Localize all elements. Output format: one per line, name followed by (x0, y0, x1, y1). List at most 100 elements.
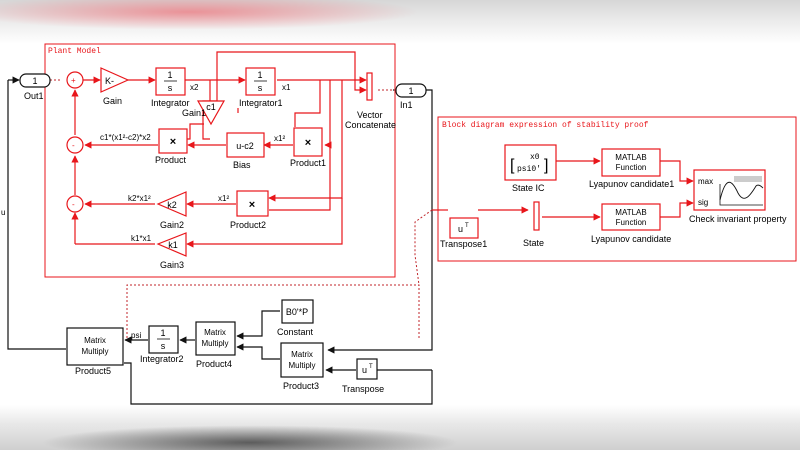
integrator1-block[interactable]: 1 s Integrator1 (239, 67, 283, 108)
check-label: Check invariant property (689, 214, 787, 224)
gain2-label: Gain2 (160, 220, 184, 230)
integrator2-den: s (161, 341, 166, 351)
lyap-line2: Function (616, 218, 647, 227)
signal-k1-expr: k1*x1 (131, 234, 152, 243)
integrator2-label: Integrator2 (140, 354, 184, 364)
product5-label: Product5 (75, 366, 111, 376)
lyap-line1: MATLAB (615, 208, 646, 217)
check-invariant-block[interactable]: max sig Check invariant property (689, 169, 787, 224)
signal-x1: x1 (282, 83, 291, 92)
gain3-block[interactable]: k1 Gain3 (156, 232, 187, 270)
transpose-block[interactable]: u T Transpose (342, 358, 384, 394)
lyap1-line2: Function (616, 163, 647, 172)
transpose1-u: u (458, 224, 463, 234)
product1-label: Product1 (290, 158, 326, 168)
transpose-u: u (362, 365, 367, 375)
in1-port[interactable]: 1 In1 (395, 83, 427, 110)
integrator-block[interactable]: 1 s Integrator (151, 67, 190, 108)
vector-concatenate-block[interactable]: Vector Concatenate (345, 72, 396, 130)
sum-junction-bottom[interactable]: - (66, 195, 84, 213)
gain1-value: c1 (206, 102, 216, 112)
plant-model-title: Plant Model (48, 47, 101, 56)
product5-line1: Matrix (84, 336, 106, 345)
signal-c1-expr: c1*(x1²-c2)*x2 (100, 133, 151, 142)
bracket-left: [ (510, 157, 515, 174)
bias-block[interactable]: u-c2 Bias (226, 132, 265, 170)
integrator2-block[interactable]: 1 s Integrator2 (140, 325, 184, 364)
state-mux-block[interactable]: State (523, 201, 544, 248)
signal-u: u (1, 208, 5, 217)
product5-block[interactable]: Matrix Multiply Product5 (66, 327, 124, 376)
transpose1-label: Transpose1 (440, 239, 487, 249)
product3-line2: Multiply (288, 361, 315, 370)
integrator-num: 1 (167, 70, 172, 80)
in1-port-number: 1 (408, 86, 413, 96)
transpose1-block[interactable]: u T Transpose1 (440, 217, 487, 249)
stability-proof-subsystem[interactable]: Block diagram expression of stability pr… (437, 116, 797, 262)
minus-sign: - (72, 141, 75, 150)
product4-line1: Matrix (204, 328, 226, 337)
check-max-port: max (698, 177, 713, 186)
product-symbol: × (170, 136, 176, 148)
state-label: State (523, 238, 544, 248)
vector-concat-label2: Concatenate (345, 120, 396, 130)
in1-label: In1 (400, 100, 413, 110)
integrator1-label: Integrator1 (239, 98, 283, 108)
signal-plot-icon (719, 176, 764, 206)
plus-sign: + (71, 76, 76, 85)
gain2-block[interactable]: k2 Gain2 (156, 191, 187, 230)
product4-block[interactable]: Matrix Multiply Product4 (195, 321, 236, 369)
product4-line2: Multiply (201, 339, 228, 348)
minus-sign: - (72, 200, 75, 209)
transpose-sup: T (369, 364, 373, 370)
signal-psi: psi (131, 331, 141, 340)
plant-wiring (71, 51, 367, 248)
gain-label: Gain (103, 96, 122, 106)
signal-x2: x2 (190, 83, 199, 92)
transpose1-sup: T (465, 223, 469, 229)
blurred-top-edge (0, 0, 800, 44)
state-ic-psi0: psi0' (517, 165, 541, 174)
gain-block[interactable]: K- Gain (100, 67, 130, 106)
stability-proof-title: Block diagram expression of stability pr… (442, 121, 649, 130)
gain3-value: k1 (168, 240, 178, 250)
outer-wiring (7, 76, 433, 405)
product3-block[interactable]: Matrix Multiply Product3 (280, 342, 324, 391)
gain1-block[interactable]: c1 Gain1 (182, 100, 226, 126)
vector-concat-label1: Vector (357, 110, 383, 120)
sum-junction-mid[interactable]: - (66, 136, 84, 154)
lyap-label: Lyapunov candidate (591, 234, 671, 244)
product3-line1: Matrix (291, 350, 313, 359)
out1-port[interactable]: 1 Out1 (19, 73, 51, 101)
product1-block[interactable]: × Product1 (290, 127, 326, 168)
constant-value: B0'*P (286, 307, 308, 317)
product3-label: Product3 (283, 381, 319, 391)
product5-line2: Multiply (81, 347, 108, 356)
product-label: Product (155, 155, 187, 165)
lyapunov-candidate-block[interactable]: MATLAB Function Lyapunov candidate (591, 203, 671, 244)
plant-model-subsystem[interactable]: Plant Model (44, 43, 396, 278)
bias-label: Bias (233, 160, 251, 170)
product2-block[interactable]: × Product2 (230, 190, 269, 230)
constant-block[interactable]: B0'*P Constant (277, 299, 314, 337)
bracket-right: ] (544, 157, 548, 174)
signal-k2-expr: k2*x1² (128, 194, 151, 203)
product2-label: Product2 (230, 220, 266, 230)
product-block[interactable]: × Product (155, 128, 188, 165)
lyap1-line1: MATLAB (615, 153, 646, 162)
state-ic-block[interactable]: [ ] x0 psi0' State IC (504, 144, 557, 193)
lyapunov-candidate1-block[interactable]: MATLAB Function Lyapunov candidate1 (589, 148, 674, 189)
integrator-label: Integrator (151, 98, 190, 108)
check-sig-port: sig (698, 198, 708, 207)
signal-x1-squared-2: x1² (218, 194, 229, 203)
gain3-label: Gain3 (160, 260, 184, 270)
transpose-label: Transpose (342, 384, 384, 394)
state-ic-x0: x0 (530, 153, 540, 162)
out1-label: Out1 (24, 91, 44, 101)
lyap1-label: Lyapunov candidate1 (589, 179, 674, 189)
out1-port-number: 1 (32, 76, 37, 86)
sum-junction-top[interactable]: + (66, 71, 84, 89)
dotted-trace-lines (50, 79, 433, 340)
integrator2-num: 1 (160, 328, 165, 338)
